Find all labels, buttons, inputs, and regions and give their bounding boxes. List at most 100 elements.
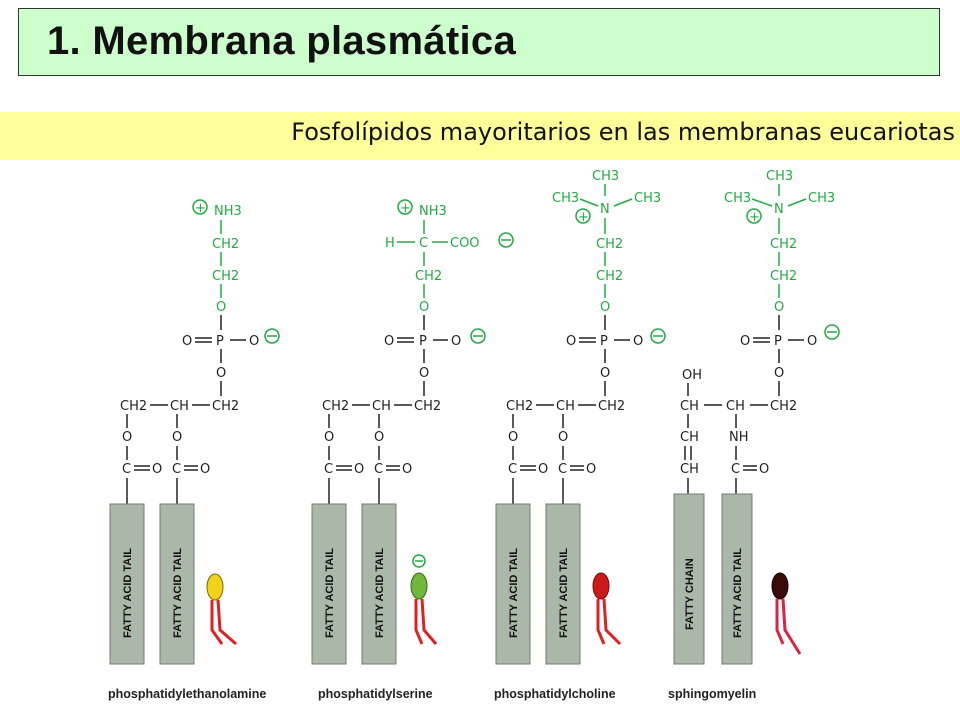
oxygen-label: O	[419, 366, 429, 381]
tail-label: FATTY ACID TAIL	[558, 548, 570, 638]
phospholipid-structures-svg: + NH3 CH2 CH2 O O P O O CH2 CH CH2 O O C…	[108, 169, 840, 701]
oxygen-label: O	[759, 462, 769, 477]
fatty-acid-tail	[361, 503, 397, 665]
oxygen-label: O	[419, 300, 429, 315]
tail-label: FATTY ACID TAIL	[324, 548, 336, 638]
oxygen-label: O	[200, 462, 210, 477]
ch2-label: CH2	[414, 399, 441, 414]
ch-label: CH	[556, 399, 575, 414]
carbon-label: C	[374, 462, 383, 477]
ch-label: CH	[372, 399, 391, 414]
tail-label: FATTY ACID TAIL	[374, 548, 386, 638]
plus-sign: +	[749, 210, 760, 225]
ch-label: CH	[726, 399, 745, 414]
minus-charge-icon	[498, 232, 514, 248]
plus-sign: +	[400, 201, 411, 216]
oxygen-label: O	[172, 430, 182, 445]
ch3-label: CH3	[808, 191, 835, 206]
tail-label: FATTY ACID TAIL	[732, 548, 744, 638]
subtitle-band: Fosfolípidos mayoritarios en las membran…	[0, 112, 960, 160]
phospholipid-diagram: + NH3 CH2 CH2 O O P O O CH2 CH CH2 O O C…	[0, 160, 960, 720]
carbon-label: C	[731, 462, 740, 477]
phosphorus-label: P	[774, 334, 782, 349]
molecule-name-label: sphingomyelin	[668, 687, 756, 701]
tail-label: FATTY ACID TAIL	[122, 548, 134, 638]
phosphorus-label: P	[419, 334, 427, 349]
molecule-name-label: phosphatidylethanolamine	[108, 687, 266, 701]
minus-charge-icon	[470, 328, 486, 344]
molecule-name-label: phosphatidylcholine	[494, 687, 616, 701]
molecule-sphingomyelin: CH3 CH3 N CH3 + CH2 CH2 O O P O O OH CH …	[668, 169, 840, 701]
ch-label: CH	[170, 399, 189, 414]
ch3-label: CH3	[724, 191, 751, 206]
ch2-label: CH2	[120, 399, 147, 414]
fatty-acid-tail	[159, 503, 195, 665]
minus-charge-icon	[412, 554, 426, 568]
fatty-acid-tail	[721, 493, 753, 665]
oxygen-label: O	[374, 430, 384, 445]
oxygen-label: O	[600, 300, 610, 315]
plus-charge-icon	[746, 208, 762, 224]
plus-charge-icon	[397, 199, 413, 215]
oxygen-label: O	[600, 366, 610, 381]
oxygen-label: O	[216, 300, 226, 315]
oxygen-label: O	[384, 334, 394, 349]
fatty-acid-tail	[495, 503, 531, 665]
oxygen-label: O	[774, 366, 784, 381]
oxygen-label: O	[152, 462, 162, 477]
fatty-chain	[673, 493, 705, 665]
ch2-label: CH2	[596, 269, 623, 284]
oxygen-label: O	[182, 334, 192, 349]
ch2-label: CH2	[322, 399, 349, 414]
plus-sign: +	[578, 210, 589, 225]
fatty-acid-tail	[545, 503, 581, 665]
coo-label: COO	[450, 236, 480, 251]
oxygen-label: O	[354, 462, 364, 477]
ch2-label: CH2	[770, 269, 797, 284]
page-subtitle: Fosfolípidos mayoritarios en las membran…	[291, 118, 955, 146]
carbon-label: C	[419, 236, 428, 251]
oxygen-label: O	[586, 462, 596, 477]
tail-label: FATTY ACID TAIL	[508, 548, 520, 638]
plus-sign: +	[195, 201, 206, 216]
nitrogen-label: N	[774, 202, 784, 217]
nh3-label: NH3	[419, 204, 447, 219]
oxygen-label: O	[558, 430, 568, 445]
tail-label: FATTY CHAIN	[684, 558, 696, 630]
ch2-label: CH2	[598, 399, 625, 414]
molecule-phosphatidylethanolamine: + NH3 CH2 CH2 O O P O O CH2 CH CH2 O O C…	[108, 199, 280, 701]
oxygen-label: O	[633, 334, 643, 349]
nh3-label: NH3	[214, 204, 242, 219]
oxygen-label: O	[740, 334, 750, 349]
ch3-label: CH3	[592, 169, 619, 184]
tail-label: FATTY ACID TAIL	[172, 548, 184, 638]
oxygen-label: O	[122, 430, 132, 445]
oxygen-label: O	[807, 334, 817, 349]
oxygen-label: O	[249, 334, 259, 349]
minus-charge-icon	[264, 328, 280, 344]
ch3-label: CH3	[552, 191, 579, 206]
plus-charge-icon	[192, 199, 208, 215]
ch2-label: CH2	[415, 269, 442, 284]
ch3-label: CH3	[766, 169, 793, 184]
fatty-acid-tail	[109, 503, 145, 665]
nitrogen-label: N	[600, 202, 610, 217]
oxygen-label: O	[538, 462, 548, 477]
minus-charge-icon	[650, 328, 666, 344]
ch2-label: CH2	[596, 237, 623, 252]
ch2-label: CH2	[212, 399, 239, 414]
ch2-label: CH2	[506, 399, 533, 414]
molecule-phosphatidylserine: + NH3 H C COO CH2 O O P O O CH2 CH CH2 O…	[311, 199, 514, 701]
lipid-icon	[206, 573, 237, 646]
ch-label: CH	[680, 399, 699, 414]
oh-label: OH	[682, 368, 702, 383]
ch2-label: CH2	[212, 237, 239, 252]
page-title: 1. Membrana plasmática	[47, 19, 517, 63]
phosphorus-label: P	[216, 334, 224, 349]
ch2-label: CH2	[770, 237, 797, 252]
molecule-name-label: phosphatidylserine	[318, 687, 433, 701]
title-box: 1. Membrana plasmática	[18, 8, 940, 76]
lipid-icon	[410, 554, 438, 645]
molecule-phosphatidylcholine: CH3 CH3 N CH3 + CH2 CH2 O O P O O CH2 CH…	[494, 169, 666, 701]
lipid-icon	[592, 572, 622, 646]
